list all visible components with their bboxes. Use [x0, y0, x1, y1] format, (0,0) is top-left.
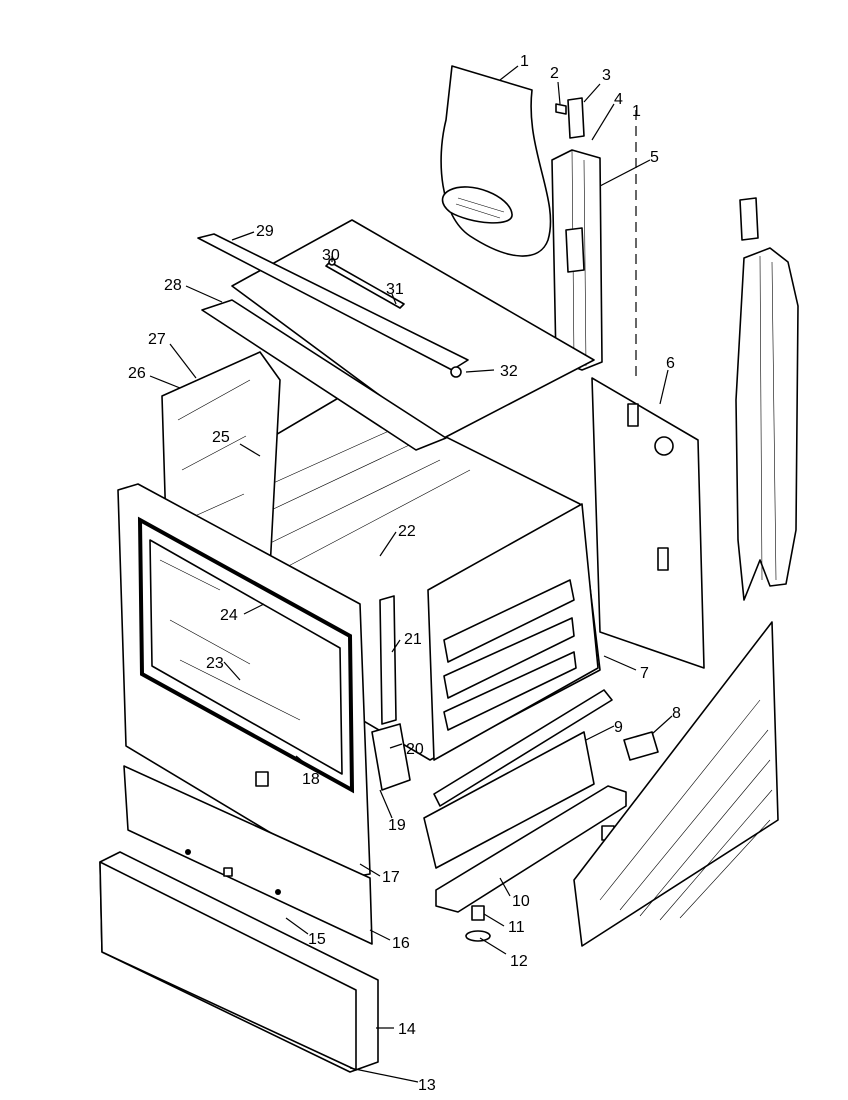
- callout-20: 20: [406, 741, 424, 758]
- callout-15: 15: [308, 931, 326, 948]
- callout-24: 24: [220, 607, 238, 624]
- callout-14: 14: [398, 1021, 416, 1038]
- callout-28: 28: [164, 277, 182, 294]
- part-back-panel: [591, 377, 705, 669]
- part-drawer-panel: [99, 851, 379, 1073]
- callout-12: 12: [510, 953, 528, 970]
- part-hinge-assembly-right: [735, 197, 799, 601]
- callout-16: 16: [392, 935, 410, 952]
- leader-lines: [149, 65, 673, 1083]
- callout-19: 19: [388, 817, 406, 834]
- part-foot-rail: [435, 785, 627, 913]
- callout-27: 27: [148, 331, 166, 348]
- callout-22: 22: [398, 523, 416, 540]
- callout-13: 13: [418, 1077, 436, 1094]
- callout-10: 10: [512, 893, 530, 910]
- callout-1: 1: [520, 53, 529, 70]
- callout-2: 2: [550, 65, 559, 82]
- callout-31: 31: [386, 281, 404, 298]
- callout-17: 17: [382, 869, 400, 886]
- callout-32: 32: [500, 363, 518, 380]
- part-hinge-bracket-top: [555, 97, 585, 139]
- callout-9: 9: [614, 719, 623, 736]
- callout-3: 3: [602, 67, 611, 84]
- part-side-panel-right: [573, 621, 779, 947]
- callout-21: 21: [404, 631, 422, 648]
- part-vent-shield: [440, 65, 552, 257]
- callout-29: 29: [256, 223, 274, 240]
- callout-25: 25: [212, 429, 230, 446]
- callout-6: 6: [666, 355, 675, 372]
- callout-30: 30: [322, 247, 340, 264]
- callout-8: 8: [672, 705, 681, 722]
- part-side-bracket: [371, 723, 411, 791]
- part-hinge-assembly-left: [551, 149, 603, 371]
- part-small-bracket: [623, 731, 659, 761]
- part-cavity-side-right: [379, 503, 599, 761]
- part-bottom-rails: [423, 689, 613, 869]
- callout-7: 7: [640, 665, 649, 682]
- callout-1-secondary: 1: [632, 103, 641, 120]
- callout-11: 11: [508, 919, 525, 936]
- callout-26: 26: [128, 365, 146, 382]
- callout-5: 5: [650, 149, 659, 166]
- part-cooktop-panel: [197, 219, 595, 451]
- part-lower-front-panel: [123, 765, 373, 945]
- part-front-frame: [117, 483, 371, 879]
- callout-18: 18: [302, 771, 320, 788]
- callout-23: 23: [206, 655, 224, 672]
- callout-4: 4: [614, 91, 623, 108]
